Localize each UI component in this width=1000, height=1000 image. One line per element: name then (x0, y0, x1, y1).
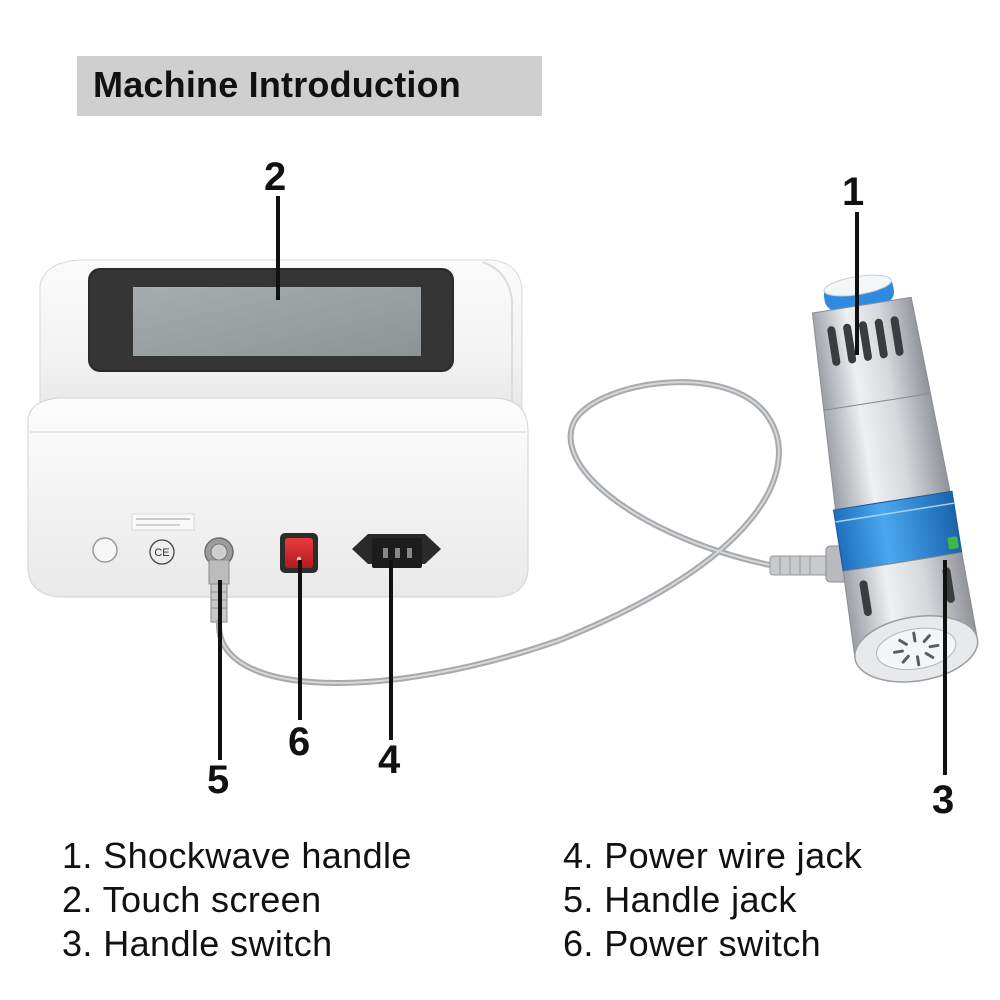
callout-1: 1 (842, 170, 865, 214)
label-sticker (131, 513, 195, 531)
touch-screen[interactable] (88, 268, 454, 372)
title-banner: Machine Introduction (77, 56, 542, 116)
page-title: Machine Introduction (93, 64, 461, 105)
shockwave-handle[interactable] (796, 267, 982, 690)
legend-item-shockwave-handle: 1. Shockwave handle (62, 835, 412, 876)
legend-item-touch-screen: 2. Touch screen (62, 879, 322, 920)
legend-item-handle-jack: 5. Handle jack (563, 879, 797, 920)
callout-6: 6 (288, 720, 311, 764)
callout-3: 3 (932, 778, 955, 822)
callout-2: 2 (264, 155, 287, 199)
handle-switch-indicator[interactable] (947, 536, 959, 550)
callout-5: 5 (207, 758, 230, 802)
legend-item-power-switch: 6. Power switch (563, 923, 822, 964)
handle-jack[interactable] (204, 537, 234, 623)
round-button-icon[interactable] (92, 537, 118, 563)
leader-lines (218, 196, 947, 775)
legend-item-power-wire-jack: 4. Power wire jack (563, 835, 863, 876)
legend-item-handle-switch: 3. Handle switch (62, 923, 333, 964)
callout-4: 4 (378, 738, 401, 782)
svg-text:CE: CE (154, 547, 169, 559)
ce-mark-icon: CE (149, 539, 175, 565)
power-wire-jack[interactable] (352, 534, 441, 568)
